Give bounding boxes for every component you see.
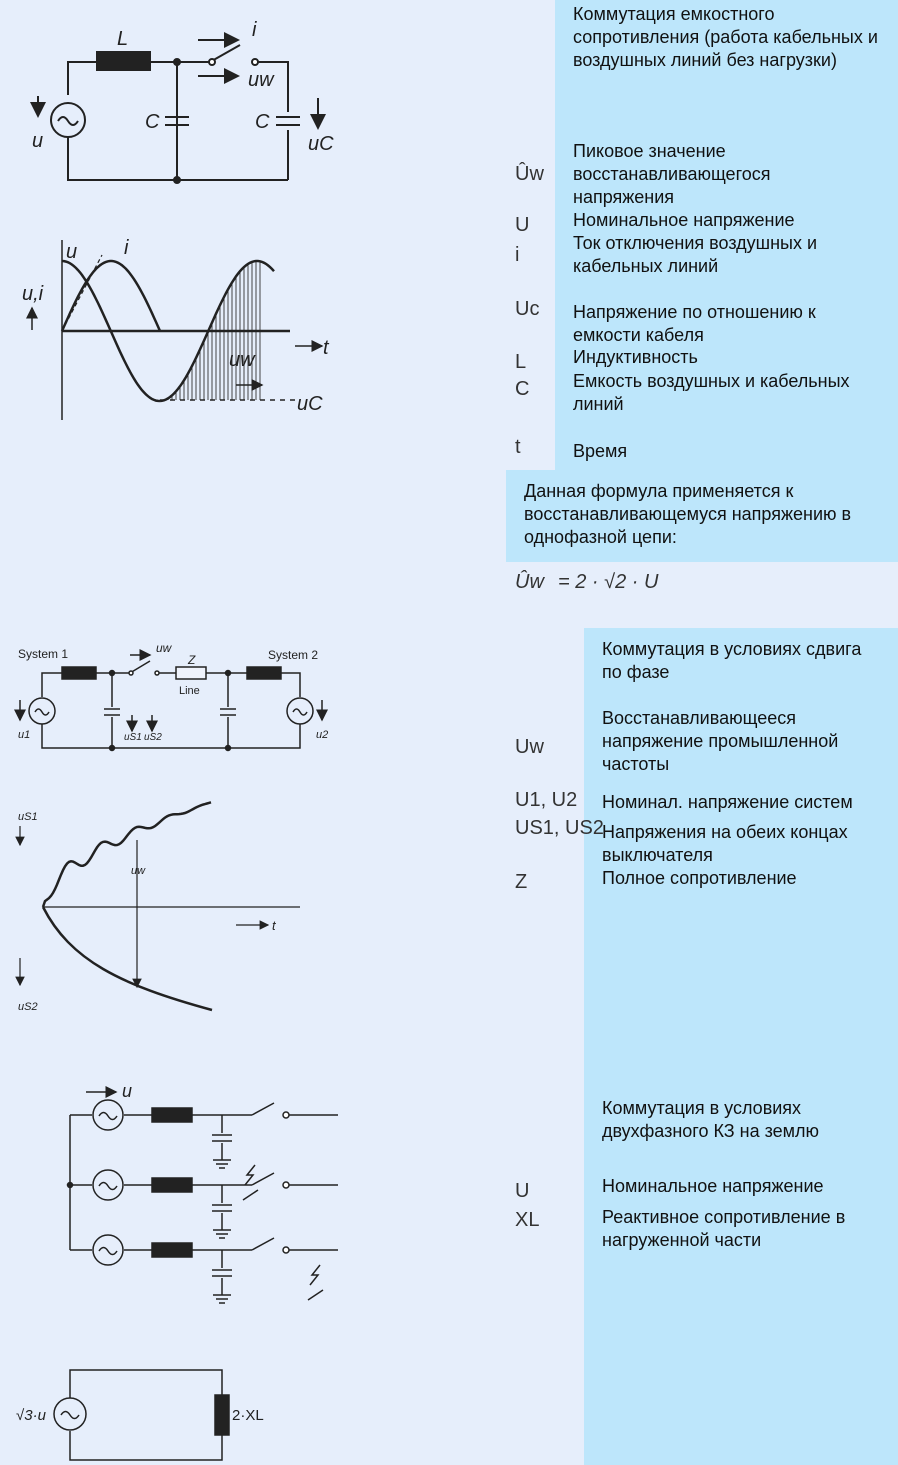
phase-1-part — [92, 1099, 124, 1131]
label-us2: uS2 — [144, 732, 162, 743]
label-z: Z — [187, 653, 196, 667]
term-description: Реактивное сопротивление в нагруженной ч… — [602, 1207, 846, 1250]
term-symbol: U — [515, 1180, 530, 1202]
phase-3-part — [98, 1246, 118, 1256]
phase-1-part — [151, 1107, 193, 1123]
graph1-label-uc: uC — [297, 393, 323, 415]
section1-panel — [555, 0, 898, 470]
label-C1: C — [145, 111, 160, 133]
term-description: Полное сопротивление — [602, 868, 797, 888]
label-system1: System 1 — [18, 647, 68, 661]
phase-2-part — [212, 1185, 232, 1239]
equivalent-circuit — [53, 1369, 230, 1461]
capacitive-switching-circuit — [30, 32, 326, 184]
section1-title: Коммутация емкостного сопротивления (раб… — [573, 4, 878, 70]
label-uw: uw — [248, 69, 275, 91]
term-symbol: Ûw — [515, 163, 544, 185]
label-u2: u2 — [316, 729, 328, 741]
phase-3-part — [151, 1242, 193, 1258]
term-description: Время — [573, 441, 628, 461]
graph1-label-u: u — [66, 241, 77, 263]
double-earth-fault-circuit — [66, 1086, 338, 1304]
phase-2-part — [151, 1177, 193, 1193]
label-L: L — [117, 28, 128, 50]
phase-3-part — [282, 1246, 290, 1254]
section2-panel — [584, 628, 898, 1465]
formula-note: Данная формула применяется к восстанавли… — [524, 481, 852, 547]
equiv-label-load: 2·XL — [232, 1407, 264, 1424]
phase-1-part — [282, 1111, 290, 1119]
phase-2-part — [251, 1172, 275, 1186]
section3-title: Коммутация в условиях двухфазного КЗ на … — [602, 1098, 820, 1141]
term-symbol: Z — [515, 871, 528, 893]
section2-title: Коммутация в условиях сдвига по фазе — [602, 639, 862, 682]
graph1-axis-t: t — [323, 337, 330, 359]
label-uw2: uw — [156, 641, 173, 655]
label-us1: uS1 — [124, 732, 142, 743]
phase-3-part — [92, 1234, 124, 1266]
formula-rhs: = 2 · √2 · U — [558, 571, 659, 593]
label-u3: u — [122, 1081, 132, 1101]
label-line: Line — [179, 685, 200, 697]
term-description: Номинал. напряжение систем — [602, 792, 853, 812]
graph2-label-us2: uS2 — [18, 1001, 38, 1013]
phase-1-part — [212, 1115, 232, 1169]
term-symbol: XL — [515, 1209, 540, 1231]
phase-1-part — [98, 1111, 118, 1121]
term-description: Напряжение по отношению к емкости кабеля — [573, 302, 816, 345]
phase-2-part — [98, 1181, 118, 1191]
phase-3-part — [212, 1250, 232, 1304]
phase-1-part — [251, 1102, 275, 1116]
phase-3-part — [251, 1237, 275, 1251]
term-description: Пиковое значение восстанавливающегося на… — [573, 141, 771, 207]
graph1-label-uw: uw — [229, 349, 256, 371]
term-symbol: i — [515, 244, 520, 266]
term-symbol: Uw — [515, 736, 544, 758]
graph2-axis-t: t — [272, 918, 277, 933]
source-voltage-curve — [159, 259, 275, 403]
term-symbol: L — [515, 351, 527, 373]
phase-2-part — [282, 1181, 290, 1189]
term-symbol: Uc — [515, 298, 540, 320]
label-system2: System 2 — [268, 648, 318, 662]
term-description: Номинальное напряжение — [602, 1176, 824, 1196]
label-C2: C — [255, 111, 270, 133]
term-symbol: U — [515, 214, 530, 236]
term-description: Емкость воздушных и кабельных линий — [573, 371, 850, 414]
graph2-label-uw: uw — [131, 865, 146, 877]
label-uc: uC — [308, 133, 334, 155]
term-symbol: t — [515, 436, 521, 458]
formula-lhs: Ûw — [515, 571, 544, 593]
term-symbol: U1, U2 — [515, 789, 578, 811]
capacitive-switching-graph — [26, 240, 324, 420]
phase-shift-graph — [15, 801, 300, 1012]
label-u: u — [32, 130, 43, 152]
graph1-axis-ui: u,i — [22, 283, 44, 305]
term-symbol: US1, US2 — [515, 817, 604, 839]
term-description: Напряжения на обеих концах выключателя — [602, 822, 848, 865]
note-panel — [506, 470, 898, 562]
label-i: i — [252, 19, 257, 41]
term-description: Восстанавливающееся напряжение промышлен… — [602, 708, 839, 774]
term-description: Индуктивность — [573, 347, 698, 367]
graph1-label-i: i — [124, 237, 129, 259]
term-description: Ток отключения воздушных и кабельных лин… — [573, 233, 818, 276]
label-u1: u1 — [18, 729, 30, 741]
term-symbol: C — [515, 378, 530, 400]
phase-2-part — [92, 1169, 124, 1201]
phase-shift-circuit — [14, 649, 328, 752]
term-description: Номинальное напряжение — [573, 210, 795, 230]
graph2-label-us1: uS1 — [18, 811, 38, 823]
equiv-label-source: √3·u — [16, 1407, 47, 1424]
